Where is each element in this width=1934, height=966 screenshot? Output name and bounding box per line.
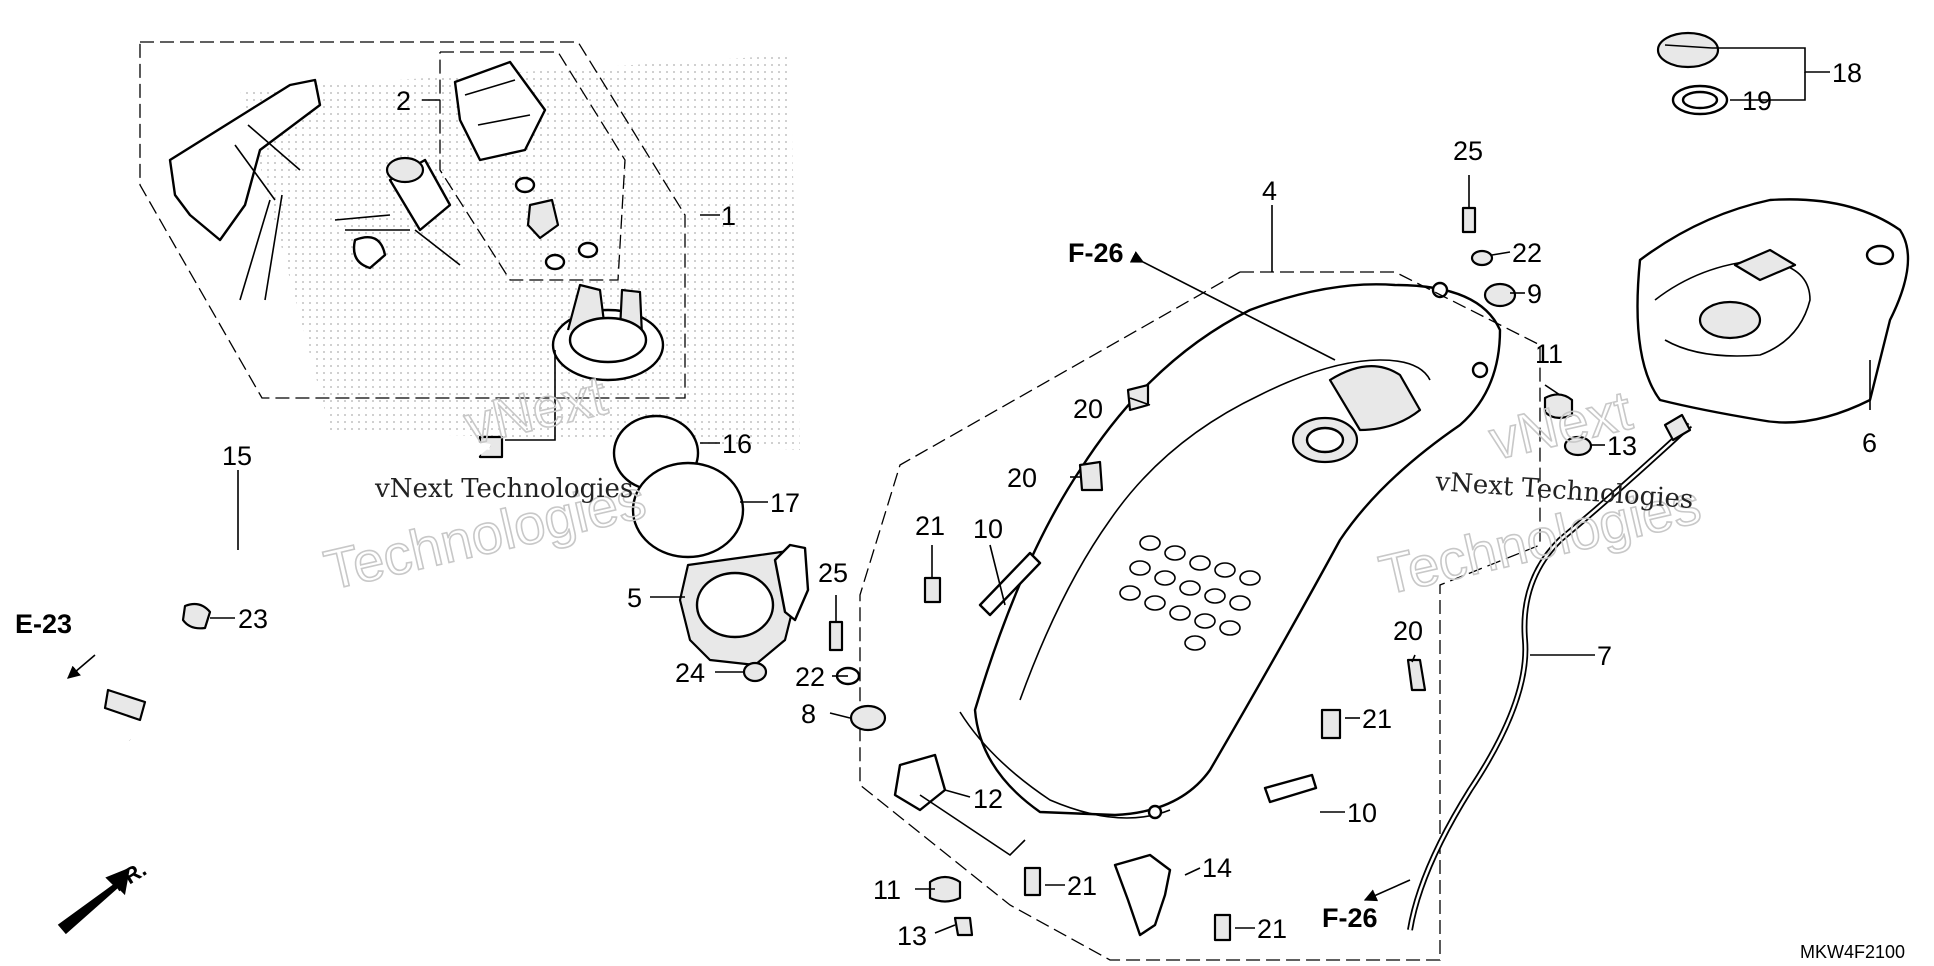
watermark-line-left: vNext Technologies: [374, 474, 633, 504]
callout-9: 9: [1527, 279, 1542, 309]
callout-25-upper: 25: [1453, 136, 1483, 166]
callout-7: 7: [1597, 641, 1612, 671]
tank-dimples: [1119, 535, 1261, 651]
callout-23: 23: [238, 604, 268, 634]
fuel-hose: [102, 439, 491, 742]
callout-15: 15: [222, 441, 252, 471]
callout-4: 4: [1262, 176, 1277, 206]
callout-12: 12: [973, 784, 1003, 814]
fuel-tank-cover: [1636, 31, 1910, 424]
callout-25-lower: 25: [818, 558, 848, 588]
hardware: [828, 206, 1593, 942]
callout-18: 18: [1832, 58, 1862, 88]
reference-labels: F-26 E-23 F-26: [15, 238, 1378, 933]
leader-lines: [67, 47, 1871, 934]
callout-10-upper: 10: [973, 514, 1003, 544]
callout-20-upper: 20: [1073, 394, 1103, 424]
callout-16: 16: [722, 429, 752, 459]
callout-21-right: 21: [1362, 704, 1392, 734]
callout-21-upper-left: 21: [915, 511, 945, 541]
callout-10-lower: 10: [1347, 798, 1377, 828]
callout-17: 17: [770, 488, 800, 518]
callout-14: 14: [1202, 853, 1232, 883]
callout-21-lower-right: 21: [1257, 914, 1287, 944]
fuel-tank: [859, 271, 1541, 961]
ref-f26-bottom: F-26: [1322, 903, 1378, 933]
callout-2: 2: [396, 86, 411, 116]
callout-1: 1: [721, 201, 736, 231]
callout-22-lower: 22: [795, 662, 825, 692]
callout-21-lower-left: 21: [1067, 871, 1097, 901]
ref-e23: E-23: [15, 609, 72, 639]
callout-5: 5: [627, 583, 642, 613]
callout-6: 6: [1862, 428, 1877, 458]
ref-f26-top: F-26: [1068, 238, 1124, 268]
front-direction-arrow: FR.: [57, 856, 151, 935]
callout-20-right: 20: [1393, 616, 1423, 646]
callout-19: 19: [1742, 86, 1772, 116]
callout-13-upper: 13: [1607, 431, 1637, 461]
callout-13-lower: 13: [897, 921, 927, 951]
callout-20-middle: 20: [1007, 463, 1037, 493]
callout-8: 8: [801, 699, 816, 729]
fuel-pump-assembly: [139, 41, 686, 459]
callout-11-upper: 11: [1535, 339, 1563, 369]
callout-labels: 1 2 4 5 6 7 8 9 10 10 11 11 12 13 13 14 …: [222, 58, 1877, 951]
callout-24: 24: [675, 658, 705, 688]
diagram-code: MKW4F2100: [1800, 942, 1905, 962]
breather-tube: [1407, 413, 1693, 931]
callout-22-upper: 22: [1512, 238, 1542, 268]
callout-11-lower: 11: [873, 875, 901, 905]
gaskets-group: [612, 414, 810, 683]
